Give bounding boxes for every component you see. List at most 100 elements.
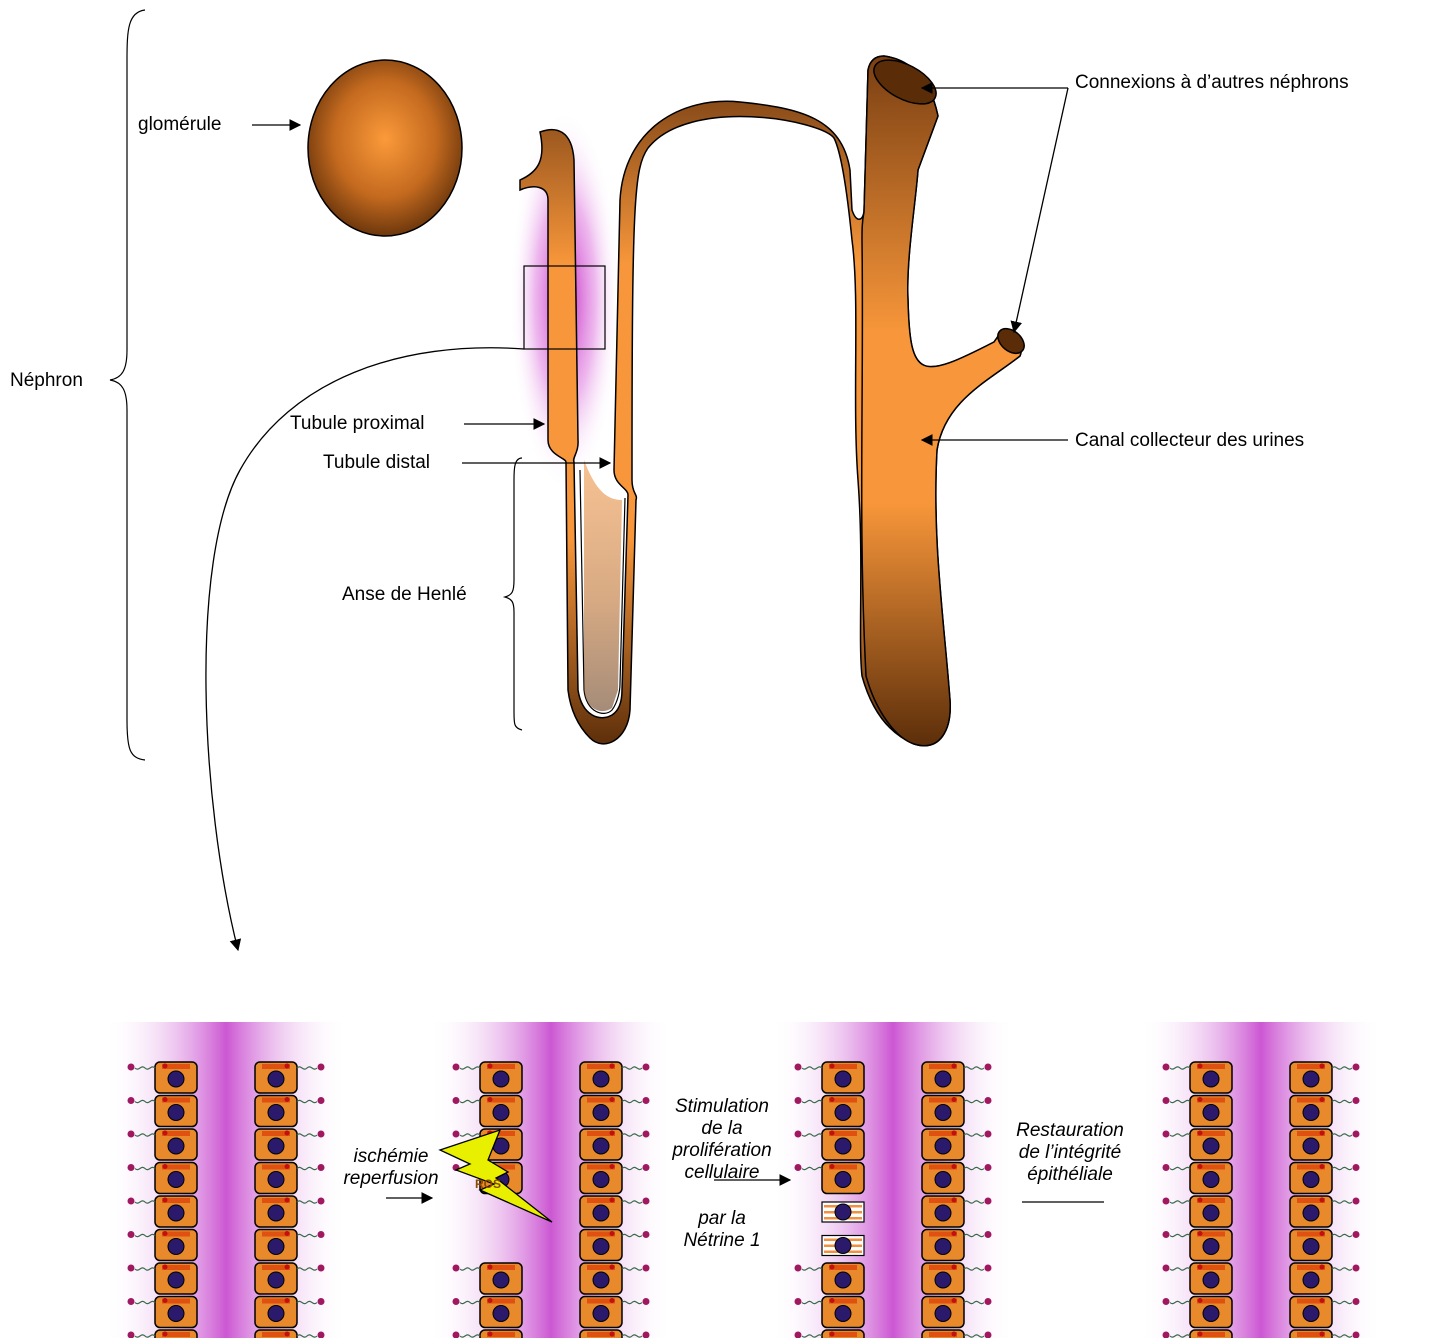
epithelial-cell	[580, 1297, 622, 1328]
text-netrine-2: Nétrine 1	[662, 1230, 782, 1252]
text-stimulation-3: prolifération	[662, 1140, 782, 1162]
epithelial-cell	[922, 1230, 964, 1261]
epithelial-cell	[580, 1129, 622, 1160]
epithelial-cell	[1290, 1062, 1332, 1093]
ros-label: ROS	[475, 1177, 501, 1191]
epithelial-cell	[1190, 1263, 1232, 1294]
epithelial-cell	[1290, 1230, 1332, 1261]
epithelial-cell	[255, 1062, 297, 1093]
text-stimulation-4: cellulaire	[662, 1162, 782, 1184]
text-restauration-2: de l’intégrité	[1000, 1142, 1140, 1164]
epithelial-cell	[255, 1196, 297, 1227]
label-nephron: Néphron	[10, 370, 83, 392]
epithelial-cell	[580, 1230, 622, 1261]
epithelial-cell	[155, 1330, 197, 1338]
epithelial-cell	[822, 1062, 864, 1093]
collecting-duct	[862, 56, 1021, 746]
zoom-connector	[206, 348, 524, 950]
epithelial-cell	[1190, 1230, 1232, 1261]
epithelium-panel	[772, 1022, 1014, 1338]
panel-glow	[105, 1022, 347, 1338]
epithelial-cell	[922, 1163, 964, 1194]
text-restauration-3: épithéliale	[1000, 1164, 1140, 1186]
dividing-cell	[822, 1236, 864, 1256]
epithelial-cell	[580, 1330, 622, 1338]
epithelial-cell	[1190, 1096, 1232, 1127]
epithelial-cell	[580, 1096, 622, 1127]
epithelial-cell	[480, 1096, 522, 1127]
epithelial-cell	[480, 1297, 522, 1328]
epithelial-cell	[1190, 1163, 1232, 1194]
epithelial-cell	[1290, 1163, 1332, 1194]
epithelial-cell	[255, 1163, 297, 1194]
epithelial-cell	[155, 1163, 197, 1194]
label-connexions: Connexions à d’autres néphrons	[1075, 72, 1349, 94]
text-ischemie: ischémie	[330, 1146, 452, 1168]
text-reperfusion: reperfusion	[330, 1168, 452, 1190]
epithelial-cell	[580, 1196, 622, 1227]
panel-glow	[430, 1022, 672, 1338]
epithelial-cell	[922, 1297, 964, 1328]
epithelial-cell	[255, 1330, 297, 1338]
label-canal-collecteur: Canal collecteur des urines	[1075, 430, 1304, 452]
epithelial-cell	[1190, 1297, 1232, 1328]
epithelial-cell	[822, 1129, 864, 1160]
epithelial-cell	[1290, 1196, 1332, 1227]
epithelium-panel	[105, 1022, 347, 1338]
epithelial-cell	[155, 1230, 197, 1261]
epithelial-cell	[580, 1062, 622, 1093]
text-restauration-1: Restauration	[1000, 1120, 1140, 1142]
text-stimulation-2: de la	[662, 1118, 782, 1140]
epithelial-cell	[1290, 1096, 1332, 1127]
epithelial-cell	[580, 1263, 622, 1294]
label-netrine: par la Nétrine 1	[662, 1208, 782, 1252]
epithelial-cell	[255, 1129, 297, 1160]
epithelial-cell	[155, 1062, 197, 1093]
epithelial-cell	[155, 1129, 197, 1160]
epithelial-cell	[155, 1263, 197, 1294]
epithelial-cell	[255, 1096, 297, 1127]
epithelial-cell	[922, 1196, 964, 1227]
epithelial-cell	[1290, 1330, 1332, 1338]
label-ischemie-reperfusion: ischémie reperfusion	[330, 1146, 452, 1190]
epithelial-cell	[1190, 1062, 1232, 1093]
epithelial-cell	[1290, 1129, 1332, 1160]
epithelial-cell	[822, 1330, 864, 1338]
epithelial-cell	[155, 1096, 197, 1127]
epithelial-cell	[822, 1096, 864, 1127]
epithelial-cell	[480, 1330, 522, 1338]
epithelium-panel	[430, 1022, 672, 1338]
text-netrine-1: par la	[662, 1208, 782, 1230]
epithelial-cell	[922, 1129, 964, 1160]
epithelial-cell	[480, 1263, 522, 1294]
arrow-connexion-side	[1014, 88, 1068, 332]
epithelial-cell	[1190, 1129, 1232, 1160]
epithelial-cell	[822, 1263, 864, 1294]
label-glomerule: glomérule	[138, 114, 221, 136]
label-tubule-distal: Tubule distal	[323, 452, 430, 474]
panel-glow	[772, 1022, 1014, 1338]
label-tubule-proximal: Tubule proximal	[290, 413, 424, 435]
label-anse-henle: Anse de Henlé	[342, 584, 467, 606]
dividing-cell	[822, 1202, 864, 1222]
label-stimulation: Stimulation de la prolifération cellulai…	[662, 1096, 782, 1184]
label-restauration: Restauration de l’intégrité épithéliale	[1000, 1120, 1140, 1186]
epithelial-cell	[255, 1297, 297, 1328]
epithelial-cell	[1290, 1263, 1332, 1294]
epithelial-cell	[922, 1096, 964, 1127]
epithelial-cell	[580, 1163, 622, 1194]
epithelium-panel	[1140, 1022, 1382, 1338]
henle-brace	[505, 458, 522, 730]
epithelial-cell	[480, 1062, 522, 1093]
epithelial-cell	[822, 1297, 864, 1328]
epithelial-cell	[1190, 1196, 1232, 1227]
epithelial-cell	[922, 1062, 964, 1093]
epithelial-cell	[1290, 1297, 1332, 1328]
epithelial-cell	[255, 1230, 297, 1261]
epithelial-cell	[822, 1163, 864, 1194]
epithelial-cell	[155, 1297, 197, 1328]
panel-glow	[1140, 1022, 1382, 1338]
epithelial-cell	[155, 1196, 197, 1227]
epithelial-cell	[1190, 1330, 1232, 1338]
epithelial-cell	[922, 1330, 964, 1338]
